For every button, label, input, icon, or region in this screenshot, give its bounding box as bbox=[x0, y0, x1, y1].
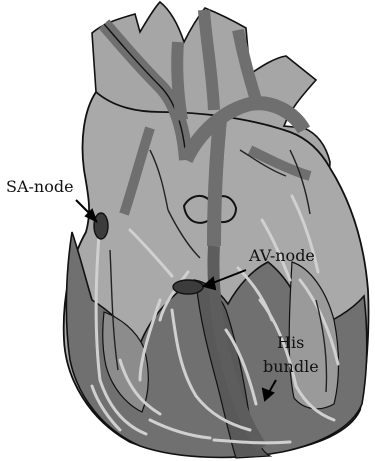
sa-node-label: SA-node bbox=[6, 179, 74, 195]
av-node bbox=[173, 280, 203, 294]
his-bundle-label-line1: His bbox=[277, 335, 304, 351]
av-node-label: AV-node bbox=[249, 248, 315, 264]
his-bundle-label-line2: bundle bbox=[263, 359, 319, 375]
sa-node bbox=[94, 213, 108, 239]
